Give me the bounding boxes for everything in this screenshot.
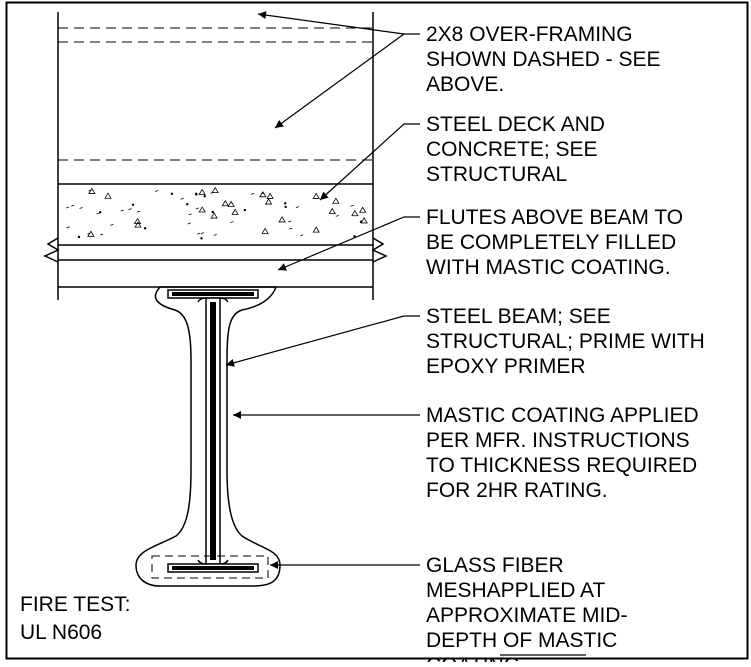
leader-over-framing-2 — [274, 33, 405, 129]
concrete-aggregate-hatch — [65, 186, 368, 240]
note-6-line-2: MESHAPPLIED AT — [426, 579, 606, 602]
note-3-line-1: FLUTES ABOVE BEAM TO — [426, 206, 683, 229]
glass-fiber-mesh-dashed — [151, 555, 269, 579]
fire-test-note: FIRE TEST: UL N606 — [20, 593, 130, 644]
note-5-line-3: TO THICKNESS REQUIRED — [426, 454, 697, 477]
note-6-line-3: APPROXIMATE MID- — [426, 604, 627, 627]
note-6-line-4: DEPTH OF MASTIC — [426, 629, 617, 652]
fire-test-line-1: FIRE TEST: — [20, 593, 130, 616]
note-3-line-2: BE COMPLETELY FILLED — [426, 231, 676, 254]
note-5-line-1: MASTIC COATING APPLIED — [426, 404, 699, 427]
leader-steel-beam — [225, 315, 420, 367]
note-4-line-1: STEEL BEAM; SEE — [426, 305, 611, 328]
steel-deck — [43, 237, 388, 288]
leader-over-framing — [257, 11, 420, 35]
leader-lines — [225, 11, 586, 656]
note-2-line-2: CONCRETE; SEE — [426, 138, 598, 161]
note-1-line-3: ABOVE. — [426, 73, 504, 96]
steel-beam — [167, 289, 259, 573]
fire-test-line-2: UL N606 — [20, 621, 102, 644]
note-5-line-4: FOR 2HR RATING. — [426, 479, 608, 502]
leader-steel-deck — [319, 123, 420, 201]
note-3-line-3: WITH MASTIC COATING. — [426, 256, 671, 279]
note-6-line-1: GLASS FIBER — [426, 554, 564, 577]
leader-flutes — [277, 216, 420, 271]
drawing-border — [5, 1, 749, 660]
note-2-line-1: STEEL DECK AND — [426, 113, 605, 136]
note-4-line-2: STRUCTURAL; PRIME WITH — [426, 330, 705, 353]
note-1-line-2: SHOWN DASHED - SEE — [426, 48, 661, 71]
note-6-line-5: COATING. — [426, 654, 526, 662]
mastic-coating-outline — [135, 286, 281, 587]
note-1-line-1: 2X8 OVER-FRAMING — [426, 23, 633, 46]
over-framing-dashed — [58, 27, 373, 161]
note-2-line-3: STRUCTURAL — [426, 163, 567, 186]
note-5-line-2: PER MFR. INSTRUCTIONS — [426, 429, 690, 452]
note-4-line-3: EPOXY PRIMER — [426, 355, 586, 378]
